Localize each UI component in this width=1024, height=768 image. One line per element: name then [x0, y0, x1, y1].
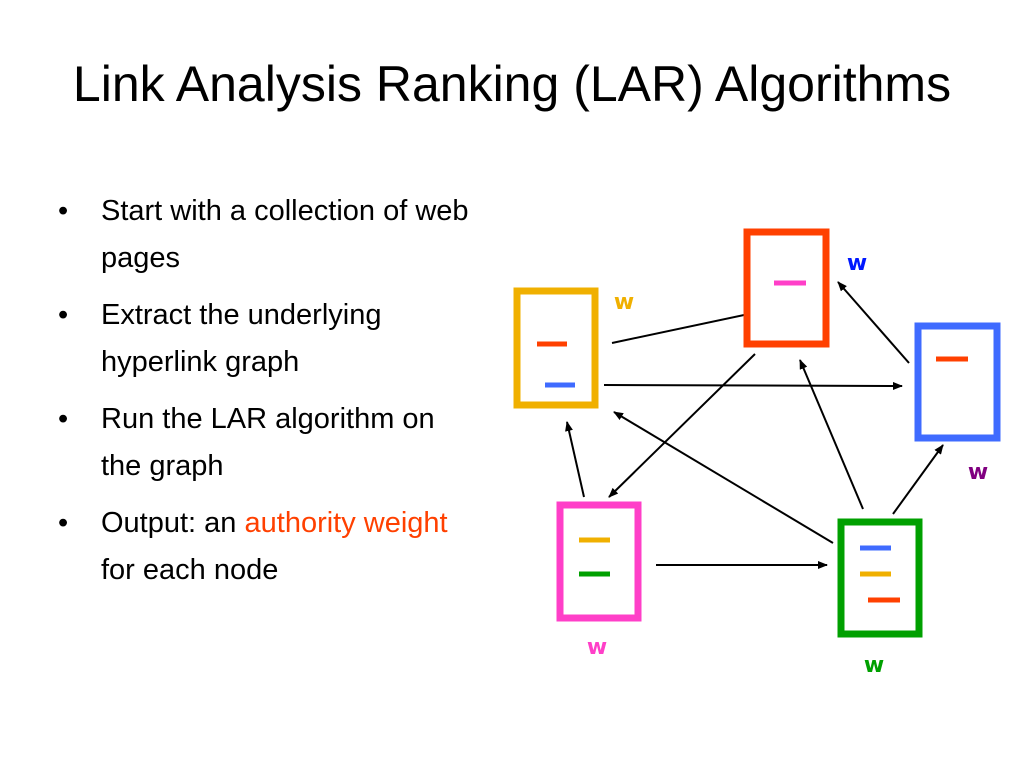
weight-label: w — [864, 653, 884, 678]
bullet-text-post: for each node — [101, 554, 279, 586]
page-icon — [743, 228, 830, 348]
edge-yellow-page-to-red-page — [611, 308, 764, 344]
bullet-item: • Start with a collection of web pages — [58, 188, 478, 282]
bullet-marker: • — [58, 403, 69, 435]
bullet-marker: • — [58, 507, 69, 539]
weight-label: w — [587, 635, 607, 660]
edge-green-page-to-red-page — [799, 359, 864, 510]
bullet-item: • Extract the underlying hyperlink graph — [58, 292, 478, 386]
edge-green-page-to-blue-page — [892, 444, 944, 515]
bullet-item: • Output: an authority weight for each n… — [58, 500, 478, 594]
bullet-text: Start with a collection of web pages — [101, 195, 469, 274]
slide-title: Link Analysis Ranking (LAR) Algorithms — [72, 56, 952, 112]
authority-weight-highlight: authority weight — [244, 507, 448, 539]
page-icon — [914, 322, 1001, 442]
node-blue-page: w — [914, 322, 1001, 485]
bullet-item: • Run the LAR algorithm on the graph — [58, 396, 478, 490]
edge-pink-page-to-yellow-page — [565, 421, 585, 498]
edge-green-page-to-yellow-page — [613, 411, 834, 544]
edge-yellow-page-to-blue-page — [603, 381, 903, 390]
node-green-page: w — [837, 518, 923, 678]
bullet-marker: • — [58, 195, 69, 227]
node-pink-page: w — [556, 501, 642, 660]
edge-layer — [565, 281, 944, 569]
page-icon — [513, 287, 599, 409]
bullet-marker: • — [58, 299, 69, 331]
bullet-text-pre: Output: an — [101, 507, 245, 539]
page-icon — [837, 518, 923, 638]
edge-blue-page-to-red-page — [837, 281, 910, 364]
bullet-text: Run the LAR algorithm on the graph — [101, 403, 435, 482]
node-yellow-page: w — [513, 287, 634, 409]
weight-label: w — [968, 460, 988, 485]
bullet-list: • Start with a collection of web pages •… — [58, 188, 478, 604]
edge-red-page-to-pink-page — [608, 353, 756, 498]
page-icon — [556, 501, 642, 622]
node-layer: w w w w w — [513, 228, 1001, 678]
node-red-page: w — [743, 228, 867, 348]
weight-label: w — [614, 290, 634, 315]
weight-label: w — [847, 251, 867, 276]
bullet-text: Extract the underlying hyperlink graph — [101, 299, 382, 378]
